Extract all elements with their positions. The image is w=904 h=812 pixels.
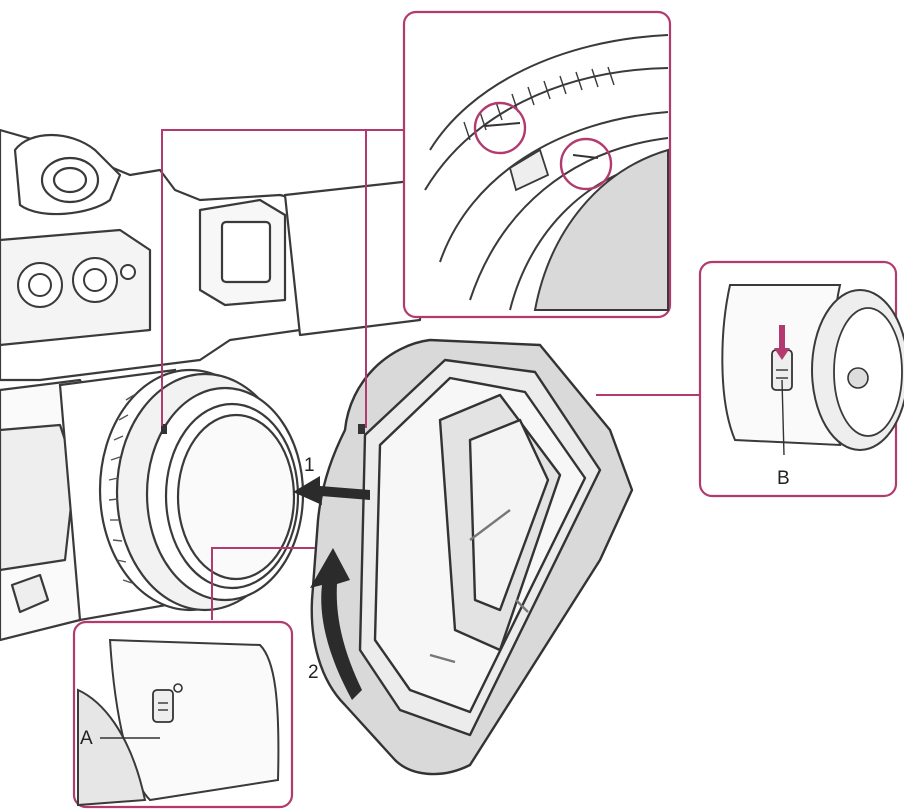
xlr-connectors (17, 257, 136, 308)
camera-body (0, 128, 422, 642)
hood-index-mark (358, 424, 365, 434)
index-mark-highlight-circle (559, 137, 613, 191)
camera-lens (58, 368, 305, 622)
callout-a-label: A (80, 728, 93, 749)
step-2-label: 2 (308, 662, 319, 683)
callout-leader-lines (161, 129, 700, 620)
index-mark-highlight-circle (473, 101, 527, 155)
callout-b-label: B (777, 468, 790, 489)
index-alignment-callout (402, 10, 672, 319)
step-2-arrow (310, 548, 362, 700)
lock-a-callout (72, 620, 294, 809)
focus-ring-ribs (108, 394, 135, 584)
lens-hood (310, 338, 634, 776)
step-1-label: 1 (304, 455, 315, 476)
lens-index-mark (161, 424, 167, 434)
step-1-arrow (293, 476, 370, 505)
lock-b-callout (698, 260, 904, 498)
